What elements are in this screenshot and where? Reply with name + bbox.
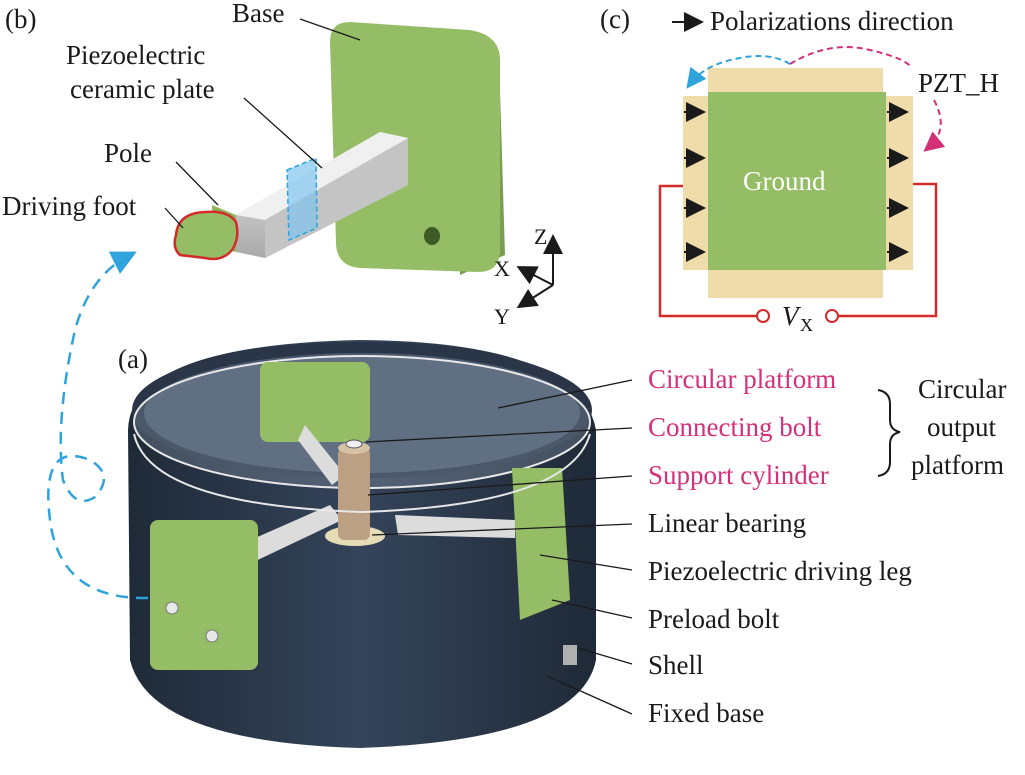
panel-label-c: (c) [600,4,630,34]
callout-connector [47,251,149,600]
label-ground: Ground [743,166,826,196]
pzt-right-strip [883,96,913,270]
left-leg [150,520,258,670]
group-brace [877,389,901,477]
label-voltage: V [782,301,802,331]
ground-electrode [708,92,886,270]
panel-label-b: (b) [5,4,36,34]
base-block [330,22,505,275]
circuit-right-wire [838,182,938,318]
label-base: Base [232,0,285,28]
pzt-pointer-blue [686,55,791,89]
label-group-line1: Circular [918,374,1006,404]
screw-2 [205,629,219,643]
back-leg [260,362,370,442]
label-driving-foot: Driving foot [2,191,137,221]
label-circular-platform: Circular platform [648,364,836,394]
label-pole: Pole [104,138,152,168]
leader-foot [164,207,184,229]
pzt-pointer-pink [789,46,913,69]
label-plate-line2: ceramic plate [70,74,215,104]
axis-z-label: Z [534,224,547,249]
platform-front-rim [133,433,591,514]
label-shell: Shell [648,650,704,680]
driving-foot [173,210,239,261]
beam-back [298,425,345,485]
circuit-left-wire [658,184,757,318]
label-fixed-base: Fixed base [648,698,764,728]
leader-plate [243,97,323,169]
panel-b [164,18,563,309]
polarization-arrows [684,102,909,262]
label-pzt: PZT_H [918,68,999,98]
axis-triad [516,234,563,309]
label-voltage-sub: X [800,315,813,335]
preload-bolt-head [563,645,577,665]
pzt-left-strip [683,96,711,270]
right-leg [512,468,570,620]
axis-x-label: X [494,256,510,281]
label-support-cylinder: Support cylinder [648,460,829,490]
ceramic-plate-outline [286,156,318,242]
legend-label: Polarizations direction [710,6,954,36]
support-cylinder [338,448,370,540]
label-driving-leg: Piezoelectric driving leg [648,556,912,586]
terminal-right [825,309,839,323]
connecting-bolt [345,439,363,449]
terminal-left [756,309,770,323]
axis-y-label: Y [494,304,510,329]
label-preload-bolt: Preload bolt [648,604,780,634]
pzt-bottom-strip [708,270,883,298]
leader-base [299,18,361,41]
label-group-line3: platform [911,450,1004,480]
leader-pole [175,161,219,206]
panel-a [128,340,901,748]
label-group-line2: output [927,412,997,442]
label-linear-bearing: Linear bearing [648,508,806,538]
label-connecting-bolt: Connecting bolt [648,412,822,442]
panel-c [658,12,946,323]
label-plate-line1: Piezoelectric [66,40,205,70]
pzt-pointer-pink2 [923,99,946,152]
panel-a-leaders [365,379,633,715]
screw-1 [165,601,179,615]
panel-label-a: (a) [118,344,148,374]
